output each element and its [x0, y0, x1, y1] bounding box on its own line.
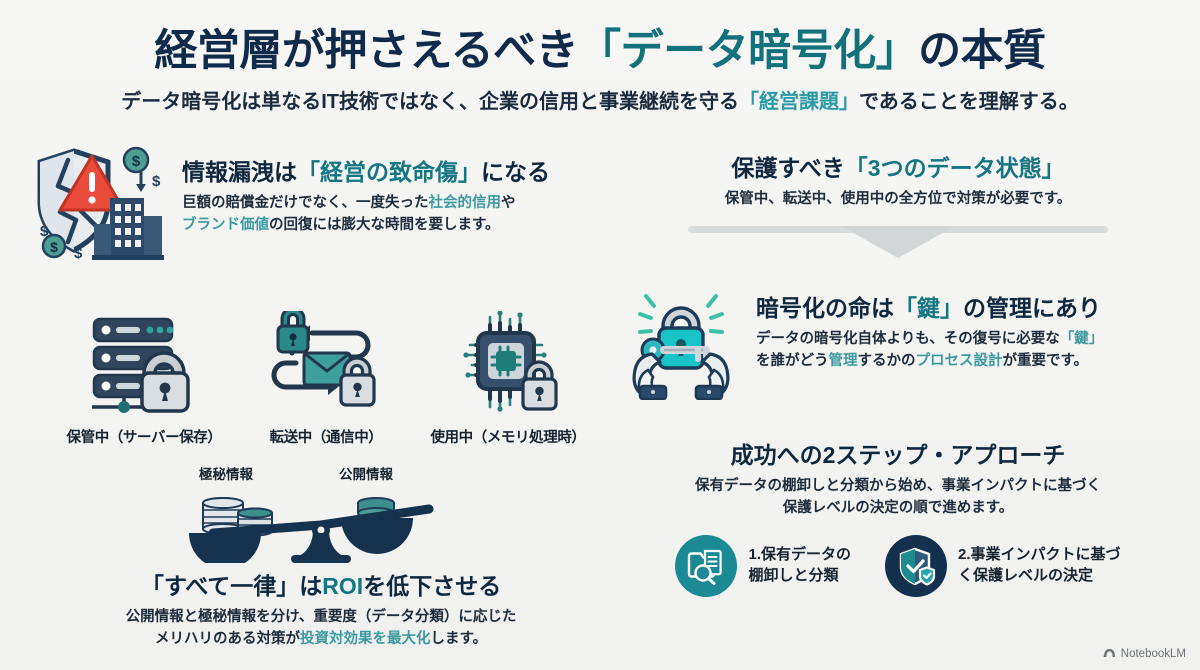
leak-body-1a: 巨額の賠償金だけでなく、一度失った: [182, 194, 429, 211]
steps-heading: 成功への2ステップ・アプローチ: [730, 441, 1066, 468]
data-state-caption: 転送中（通信中）: [269, 430, 383, 446]
leak-body-1b-accent: 社会的信用: [428, 194, 502, 211]
roi-body: 公開情報と極秘情報を分け、重要度（データ分類）に応じた メリハリのある対策が投資…: [28, 606, 614, 650]
subtitle-part-1: データ暗号化は単なるIT技術ではなく、企業の信用と事業継続を守る: [121, 90, 739, 113]
watermark-label: NotebookLM: [1120, 648, 1186, 660]
connector-triangle: [841, 225, 955, 258]
key-body-2c: するかの: [857, 352, 916, 369]
leak-body-1c: や: [501, 194, 516, 211]
title-part-1: 経営層が押さえるべき: [154, 27, 579, 75]
page-subtitle: データ暗号化は単なるIT技術ではなく、企業の信用と事業継続を守る「経営課題」であ…: [0, 89, 1200, 115]
leak-head-3: になる: [481, 159, 550, 185]
subtitle-part-3: であることを理解する。: [858, 90, 1079, 113]
balance-label-secret: 極秘情報: [199, 467, 253, 482]
balance-label-public: 公開情報: [339, 467, 393, 482]
three-states-heading: 保護すべき「3つのデータ状態」: [618, 154, 1178, 183]
data-state-caption: 使用中（メモリ処理時）: [430, 430, 586, 446]
step-label: 2.事業インパクトに基づ く保護レベルの決定: [958, 546, 1121, 584]
key-management-heading: 暗号化の命は「鍵」の管理にあり: [756, 294, 1103, 323]
three-states-body: 保管中、転送中、使用中の全方位で対策が必要です。: [724, 190, 1072, 207]
key-head-3: の管理にあり: [963, 294, 1101, 321]
leak-body-2a-accent: ブランド価値: [182, 216, 269, 233]
steps-body-line1: 保有データの棚卸しと分類から始め、事業インパクトに基づく: [695, 477, 1101, 494]
svg-text:$: $: [132, 153, 141, 170]
steps-body-line2: 保護レベルの決定の順で進めます。: [782, 499, 1014, 516]
roi-body-2b-accent: 投資対効果を最大化: [299, 630, 431, 647]
roi-head-2-accent: ROI: [322, 573, 364, 599]
leak-head-1: 情報漏洩は: [182, 159, 297, 185]
balance-scale-icon: [28, 485, 614, 569]
right-column: 保護すべき「3つのデータ状態」 保管中、転送中、使用中の全方位で対策が必要です。: [618, 138, 1178, 638]
hands-holding-lock-key-icon: [618, 282, 744, 405]
cracked-shield-warning-building-money-icon: $ $ $ $ $: [28, 142, 168, 267]
folder-search-icon: [675, 534, 738, 597]
key-body-1b-accent: 「鍵」: [1059, 330, 1104, 347]
info-leak-block: $ $ $ $ $ 情報漏洩は「経営の致命傷」になる: [28, 142, 614, 267]
steps-items: 1.保有データの 棚卸しと分類 2.事業インパクトに基づ く保護レベルの決定: [618, 534, 1178, 597]
key-head-2-accent: 「鍵」: [894, 294, 963, 321]
data-state-at-rest: 保管中（サーバー保存）: [58, 311, 230, 447]
svg-text:$: $: [152, 173, 161, 190]
data-states-row: 保管中（サーバー保存）: [28, 306, 614, 447]
shield-check-icon: [885, 534, 947, 597]
key-body-1a: データの暗号化自体よりも、その復号に必要な: [756, 330, 1060, 347]
roi-head-3: を低下させる: [363, 573, 502, 599]
key-body-2b-accent: 管理: [828, 352, 858, 369]
step-item-2[interactable]: 2.事業インパクトに基づ く保護レベルの決定: [885, 534, 1121, 597]
watermark: NotebookLM: [1103, 647, 1186, 661]
subtitle-part-2-accent: 「経営課題」: [738, 90, 859, 113]
svg-text:$: $: [40, 223, 49, 240]
data-state-in-use: 使用中（メモリ処理時）: [422, 310, 594, 447]
roi-body-2c: します。: [430, 630, 488, 647]
title-part-2-accent: 「データ暗号化」: [578, 27, 919, 75]
three-states-block: 保護すべき「3つのデータ状態」 保管中、転送中、使用中の全方位で対策が必要です。: [618, 154, 1178, 210]
info-leak-text: 情報漏洩は「経営の致命傷」になる 巨額の賠償金だけでなく、一度失った社会的信用や…: [182, 142, 550, 236]
three-states-head-2-accent: 「3つのデータ状態」: [844, 155, 1065, 181]
chip-lock-icon: [422, 310, 594, 420]
info-leak-body: 巨額の賠償金だけでなく、一度失った社会的信用や ブランド価値の回復には膨大な時間…: [182, 192, 550, 236]
notebooklm-logo-icon: [1103, 647, 1116, 661]
three-states-head-1: 保護すべき: [731, 155, 845, 181]
key-body-2a: を誰がどう: [756, 352, 829, 369]
leak-body-2b: の回復には膨大な時間を要します。: [269, 216, 500, 233]
svg-text:$: $: [50, 239, 58, 255]
balance-block: 極秘情報 公開情報: [28, 463, 614, 569]
server-lock-icon: [58, 311, 230, 420]
step-item-1[interactable]: 1.保有データの 棚卸しと分類: [675, 534, 851, 597]
content-columns: $ $ $ $ $ 情報漏洩は「経営の致命傷」になる: [0, 138, 1200, 647]
page-title: 経営層が押さえるべき「データ暗号化」の本質: [0, 26, 1200, 77]
title-part-3: の本質: [918, 27, 1046, 75]
data-state-caption: 保管中（サーバー保存）: [66, 430, 222, 446]
leak-head-2-accent: 「経営の致命傷」: [297, 159, 481, 185]
steps-block: 成功への2ステップ・アプローチ 保有データの棚卸しと分類から始め、事業インパクト…: [618, 441, 1178, 519]
roi-body-2a: メリハリのある対策が: [154, 630, 300, 647]
roi-head-1: 「すべて一律」は: [140, 573, 323, 599]
key-body-2e: が重要です。: [1002, 352, 1089, 369]
mail-transfer-lock-icon: [240, 306, 412, 420]
step-label: 1.保有データの 棚卸しと分類: [748, 546, 851, 584]
header: 経営層が押さえるべき「データ暗号化」の本質 データ暗号化は単なるIT技術ではなく…: [0, 0, 1200, 115]
key-management-body: データの暗号化自体よりも、その復号に必要な「鍵」 を誰がどう管理するかのプロセス…: [756, 328, 1103, 372]
key-body-2d-accent: プロセス設計: [915, 352, 1003, 369]
info-leak-heading: 情報漏洩は「経営の致命傷」になる: [182, 158, 550, 187]
roi-block: 「すべて一律」はROIを低下させる 公開情報と極秘情報を分け、重要度（データ分類…: [28, 572, 614, 650]
key-management-block: 暗号化の命は「鍵」の管理にあり データの暗号化自体よりも、その復号に必要な「鍵」…: [618, 282, 1178, 405]
down-arrow-connector-icon: [618, 222, 1178, 258]
roi-heading: 「すべて一律」はROIを低下させる: [28, 572, 614, 601]
left-column: $ $ $ $ $ 情報漏洩は「経営の致命傷」になる: [28, 138, 614, 647]
data-state-in-transit: 転送中（通信中）: [240, 306, 412, 447]
roi-body-line1: 公開情報と極秘情報を分け、重要度（データ分類）に応じた: [125, 608, 517, 625]
steps-body: 保有データの棚卸しと分類から始め、事業インパクトに基づく 保護レベルの決定の順で…: [618, 475, 1178, 519]
key-head-1: 暗号化の命は: [756, 294, 894, 321]
balance-labels: 極秘情報 公開情報: [171, 463, 471, 483]
svg-text:$: $: [74, 245, 83, 262]
key-management-text: 暗号化の命は「鍵」の管理にあり データの暗号化自体よりも、その復号に必要な「鍵」…: [756, 282, 1103, 372]
